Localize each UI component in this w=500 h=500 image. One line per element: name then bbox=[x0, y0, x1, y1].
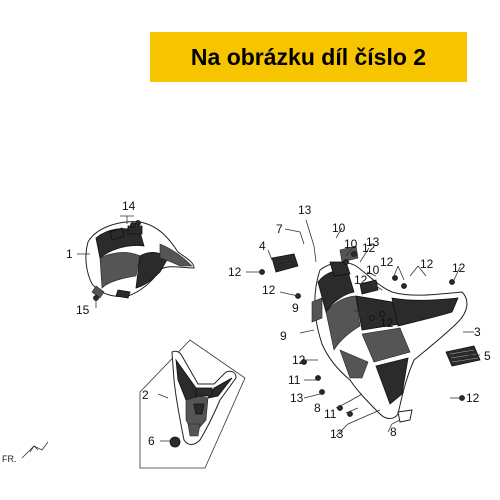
callout-14: 14 bbox=[122, 199, 136, 213]
callout-5: 5 bbox=[484, 349, 491, 363]
part-1-inner-cover bbox=[85, 220, 195, 299]
callout-1: 1 bbox=[66, 247, 73, 261]
callout-12: 12 bbox=[292, 353, 306, 367]
callouts: 14 1 15 13 7 10 12 13 4 12 10 12 9 12 10… bbox=[66, 199, 491, 448]
callout-11: 11 bbox=[288, 373, 301, 387]
callout-12: 12 bbox=[380, 316, 394, 330]
callout-12: 12 bbox=[228, 265, 242, 279]
callout-6: 6 bbox=[148, 434, 155, 448]
banner-text: Na obrázku díl číslo 2 bbox=[190, 43, 427, 70]
callout-8: 8 bbox=[390, 425, 397, 439]
callout-12: 12 bbox=[420, 257, 434, 271]
callout-10: 10 bbox=[332, 221, 346, 235]
callout-9: 9 bbox=[280, 329, 287, 343]
callout-9: 9 bbox=[292, 301, 299, 315]
part-3-front-panel bbox=[311, 245, 468, 423]
callout-2: 2 bbox=[142, 388, 149, 402]
callout-11: 11 bbox=[324, 407, 337, 421]
callout-12: 12 bbox=[362, 241, 376, 255]
callout-13: 13 bbox=[366, 235, 380, 249]
leader-lines bbox=[77, 215, 480, 442]
front-direction-arrow: FR. bbox=[2, 441, 49, 464]
callout-10: 10 bbox=[344, 237, 358, 251]
callout-10: 10 bbox=[366, 263, 380, 277]
callout-3: 3 bbox=[474, 325, 481, 339]
callout-13: 13 bbox=[298, 203, 312, 217]
callout-15: 15 bbox=[76, 303, 90, 317]
callout-8: 8 bbox=[314, 401, 321, 415]
part-5-grille bbox=[445, 345, 481, 367]
callout-13: 13 bbox=[330, 427, 344, 441]
banner: Na obrázku díl číslo 2 bbox=[150, 32, 467, 82]
front-label: FR. bbox=[2, 454, 17, 464]
callout-7: 7 bbox=[276, 222, 283, 236]
callout-12: 12 bbox=[466, 391, 480, 405]
callout-10: 12 bbox=[452, 261, 466, 275]
part-4-grille bbox=[271, 253, 299, 273]
callout-12: 12 bbox=[380, 255, 394, 269]
callout-13: 13 bbox=[290, 391, 304, 405]
callout-12: 12 bbox=[354, 273, 368, 287]
callout-4: 4 bbox=[259, 239, 266, 253]
callout-12: 12 bbox=[262, 283, 276, 297]
part-2-lower-panel bbox=[139, 339, 246, 469]
